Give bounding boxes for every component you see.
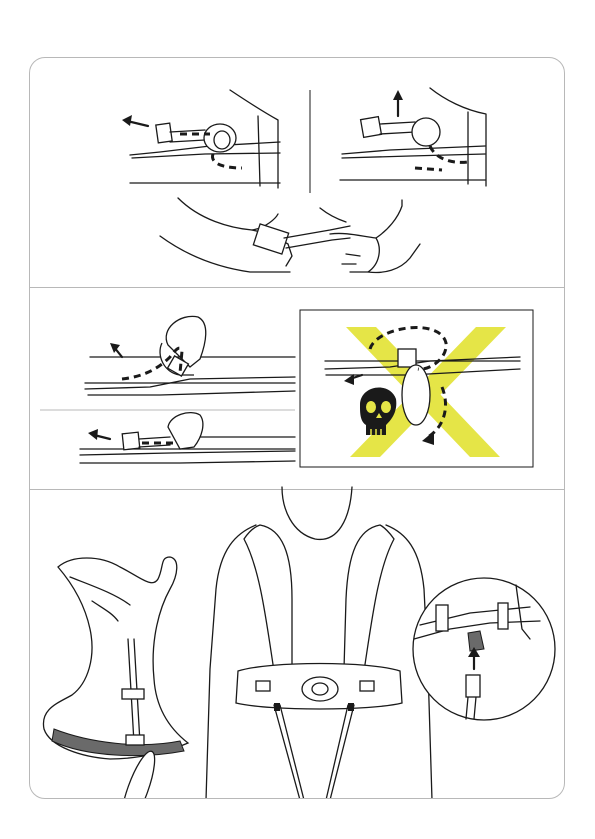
step-1-illustrations <box>30 58 565 287</box>
release-buckle-left <box>122 90 280 188</box>
panel-step-3 <box>30 489 564 799</box>
strap-threading-correct-bottom <box>80 413 295 463</box>
arrow-icon <box>88 429 98 440</box>
release-buckle-right <box>340 88 486 186</box>
step-2-illustrations <box>30 287 565 489</box>
strap-threading-correct-top <box>85 316 295 395</box>
panel-step-1 <box>30 58 564 287</box>
hands-pulling-strap <box>160 198 420 272</box>
strap-threading-incorrect-warning <box>300 310 533 467</box>
buckle-detail-zoom <box>413 578 555 720</box>
harness-vest-side-view <box>43 557 188 799</box>
step-3-illustrations <box>30 489 565 799</box>
arrow-icon <box>393 90 403 100</box>
arrow-icon <box>122 115 132 126</box>
harness-worn-front-view <box>206 487 432 799</box>
instruction-sheet-frame <box>29 57 565 799</box>
panel-step-2 <box>30 287 564 489</box>
